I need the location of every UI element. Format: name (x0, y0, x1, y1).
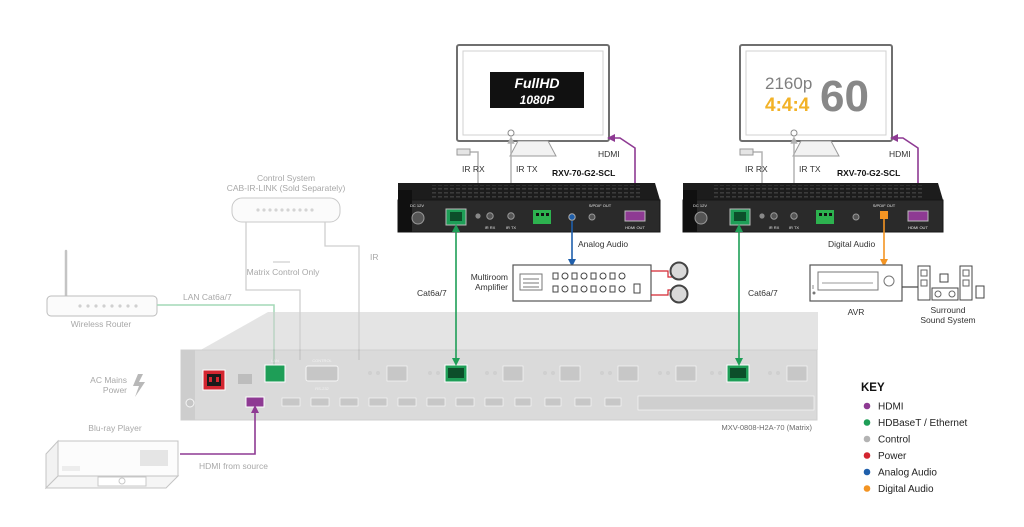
surround-speakers (902, 265, 985, 301)
ir-label: IR (370, 252, 379, 262)
analog-terminal-rx1 (533, 210, 551, 224)
avr-label: AVR (848, 307, 865, 317)
cat6-label-2: Cat6a/7 (748, 288, 778, 298)
matrix-hdmi-input-1 (245, 396, 265, 408)
rx2-model-label: RXV-70-G2-SCL (837, 168, 900, 178)
avr-receiver (809, 264, 903, 302)
legend-key: KEY HDMI HDBaseT / EthernetControlPowerAn… (861, 382, 968, 495)
matrix-model-label: MXV-0808-H2A-70 (Matrix) (722, 423, 813, 432)
rx2-irin-text: IR RX (769, 225, 780, 230)
wireless-router (46, 249, 158, 317)
surround-label-line2: Sound System (920, 315, 975, 325)
matrix-control-text: CONTROL (312, 358, 332, 363)
legend-item-label: HDBaseT / Ethernet (878, 418, 968, 429)
matrix-rs232-text: RS-232 (315, 386, 329, 391)
receiver-rxv-70-1: DC 12V IR RX IR TX S/PDIF OUT HDMI OUT (397, 183, 661, 233)
tv2-chroma-text: 4:4:4 (765, 95, 810, 116)
cat6-label-1: Cat6a/7 (417, 288, 447, 298)
rx1-hdmiout-text: HDMI OUT (625, 225, 645, 230)
dc-jack-2 (694, 211, 708, 225)
lan-label: LAN Cat6a/7 (183, 292, 232, 302)
legend-item-label: Analog Audio (878, 468, 937, 479)
legend-dot (863, 402, 871, 410)
rx1-spdif-text: S/PDIF OUT (589, 203, 612, 208)
hdmi-label-2: HDMI (889, 149, 911, 159)
analog-terminal-rx2 (816, 210, 834, 224)
hdmi-out-port-rx2 (907, 210, 929, 222)
fullhd-resolution-text: 1080P (520, 93, 556, 107)
tv2-res-text: 2160p (765, 74, 812, 93)
matrix-lan-text: LAN (271, 358, 279, 363)
hdmi-label-1: HDMI (598, 149, 620, 159)
legend-dot (863, 452, 871, 459)
rx1-irout-text: IR TX (506, 225, 516, 230)
hdmi-source-label: HDMI from source (199, 461, 268, 471)
ac-mains-label-line1: AC Mains (90, 375, 127, 385)
rx2-dc-text: DC 12V (693, 203, 707, 208)
rx1-irin-text: IR RX (485, 225, 496, 230)
hdmi-cable-rx2-tv2 (890, 134, 919, 214)
legend-dot (863, 485, 871, 492)
ir-receiver-eye-1 (507, 129, 515, 137)
bluray-label: Blu-ray Player (88, 423, 142, 433)
hdmi-cable-rx1-tv1 (607, 134, 636, 214)
ir-tx-label-2: IR TX (799, 164, 821, 174)
fullhd-brand-text: FullHD (514, 75, 559, 91)
rx2-spdif-text: S/PDIF OUT (873, 203, 896, 208)
matrix-control-only-label: Matrix Control Only (247, 267, 320, 277)
analog-audio-label: Analog Audio (578, 239, 628, 249)
ir-receiver-eye-2 (790, 129, 798, 137)
power-bolt-icon (133, 374, 145, 397)
ir-rx-label-1: IR RX (462, 164, 485, 174)
legend-dot (863, 435, 871, 443)
bluray-player (44, 439, 180, 490)
wireless-router-label: Wireless Router (71, 319, 132, 329)
control-system-cab-ir-link (231, 197, 341, 223)
dc-jack-1 (411, 211, 425, 225)
rx1-model-label: RXV-70-G2-SCL (552, 168, 615, 178)
legend-dot (863, 468, 871, 476)
legend-item-label: Digital Audio (878, 484, 934, 495)
legend-item-label: Control (878, 435, 910, 446)
legend-item-label: HDMI (878, 402, 904, 413)
rx2-irout-text: IR TX (789, 225, 799, 230)
ir-tx-label-1: IR TX (516, 164, 538, 174)
legend-title: KEY (861, 382, 885, 394)
tv2-rate-text: 60 (820, 72, 869, 121)
ir-rx-label-2: IR RX (745, 164, 768, 174)
control-system-label-line1: Control System (257, 173, 315, 183)
multiroom-label-line1: Multiroom (471, 272, 508, 282)
control-system-label-line2: CAB-IR-LINK (Sold Separately) (227, 183, 346, 193)
spdif-port-rx2 (880, 211, 888, 219)
rx1-dc-text: DC 12V (410, 203, 424, 208)
surround-label-line1: Surround (931, 305, 966, 315)
rx2-hdmiout-text: HDMI OUT (908, 225, 928, 230)
receiver-rxv-70-2: DC 12V IR RX IR TX S/PDIF OUT HDMI OUT (682, 183, 944, 233)
tv-2160p: 2160p 4:4:4 60 (739, 44, 893, 157)
multiroom-label-line2: Amplifier (475, 282, 508, 292)
hdmi-source-cable (180, 405, 259, 455)
fullhd-logo (490, 72, 584, 108)
legend-dot (863, 419, 871, 426)
tv-1080p: FullHD 1080P (456, 44, 610, 157)
ac-mains-label-line2: Power (103, 385, 127, 395)
legend-item-label: Power (878, 451, 907, 462)
hdmi-out-port-rx1 (624, 210, 646, 222)
digital-audio-label: Digital Audio (828, 239, 876, 249)
matrix-lan-port (264, 364, 286, 383)
multiroom-amplifier (512, 261, 689, 304)
